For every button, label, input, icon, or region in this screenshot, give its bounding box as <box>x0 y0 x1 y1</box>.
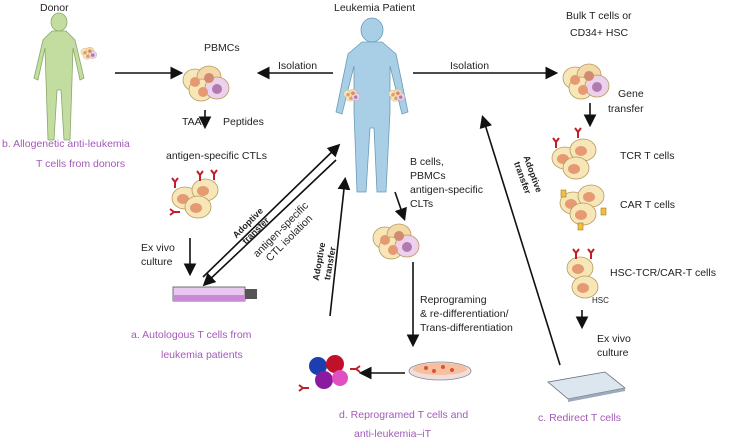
hsc-cells <box>566 248 599 299</box>
bulk-cells-cluster <box>562 63 610 100</box>
exvivo-left-label-2: culture <box>141 256 173 268</box>
donor-figure <box>33 12 98 141</box>
reprograming-label-3: Trans-differentiation <box>420 322 513 334</box>
bcells-label-3: antigen-specific <box>410 184 483 196</box>
reprograming-label-2: & re-differentiation/ <box>420 308 509 320</box>
exvivo-right-label-2: culture <box>597 347 629 359</box>
culture-flask-icon <box>172 286 257 302</box>
bcell-cluster <box>372 223 420 260</box>
arrows <box>115 66 597 380</box>
bcells-label-1: B cells, <box>410 156 444 168</box>
taa-label: TAA <box>182 116 202 128</box>
pbmc-cluster <box>182 65 230 102</box>
exvivo-right-label-1: Ex vivo <box>597 333 631 345</box>
hsc-tcr-car-label: HSC-TCR/CAR-T cells <box>610 267 716 279</box>
caption-a-line1: a. Autologous T cells from <box>131 329 252 341</box>
exvivo-left-label-1: Ex vivo <box>141 242 175 254</box>
bcells-label-2: PBMCs <box>410 170 446 182</box>
gene-transfer-label-2: transfer <box>608 103 644 115</box>
donor-label: Donor <box>40 2 69 14</box>
reprograming-label-1: Reprograming <box>420 294 487 306</box>
caption-d-line1: d. Reprogramed T cells and <box>339 409 468 421</box>
gene-transfer-label-1: Gene <box>618 88 644 100</box>
antigen-ctls-label: antigen-specific CTLs <box>166 150 267 162</box>
hsc-label: HSC <box>592 296 609 305</box>
caption-c: c. Redirect T cells <box>538 412 621 424</box>
caption-b-line1: b. Allogenetic anti-leukemia <box>2 138 130 150</box>
patient-label: Leukemia Patient <box>334 2 415 14</box>
bulk-cells-label-1: Bulk T cells or <box>566 10 632 22</box>
isolation-right-label: Isolation <box>450 60 489 72</box>
peptides-label: Peptides <box>223 116 264 128</box>
petri-dish-icon <box>408 361 472 381</box>
pbmcs-label: PBMCs <box>204 42 240 54</box>
ctl-cells <box>169 169 219 219</box>
tcr-t-cells <box>551 127 597 180</box>
culture-plate-icon <box>547 371 626 402</box>
patient-figure <box>335 17 409 193</box>
reprogrammed-cells <box>298 355 361 392</box>
caption-b-line2: T cells from donors <box>36 158 125 170</box>
caption-d-line2: anti-leukemia–iT <box>354 428 432 440</box>
car-t-cells-label: CAR T cells <box>620 199 675 211</box>
tcr-t-cells-label: TCR T cells <box>620 150 674 162</box>
adoptive-transfer-label-c: Adoptive transfer <box>512 154 544 195</box>
bulk-cells-label-2: CD34+ HSC <box>570 27 628 39</box>
caption-a-line2: leukemia patients <box>161 349 243 361</box>
isolation-left-label: Isolation <box>278 60 317 72</box>
car-t-cells <box>559 184 607 231</box>
bcells-label-4: CLTs <box>410 198 433 210</box>
